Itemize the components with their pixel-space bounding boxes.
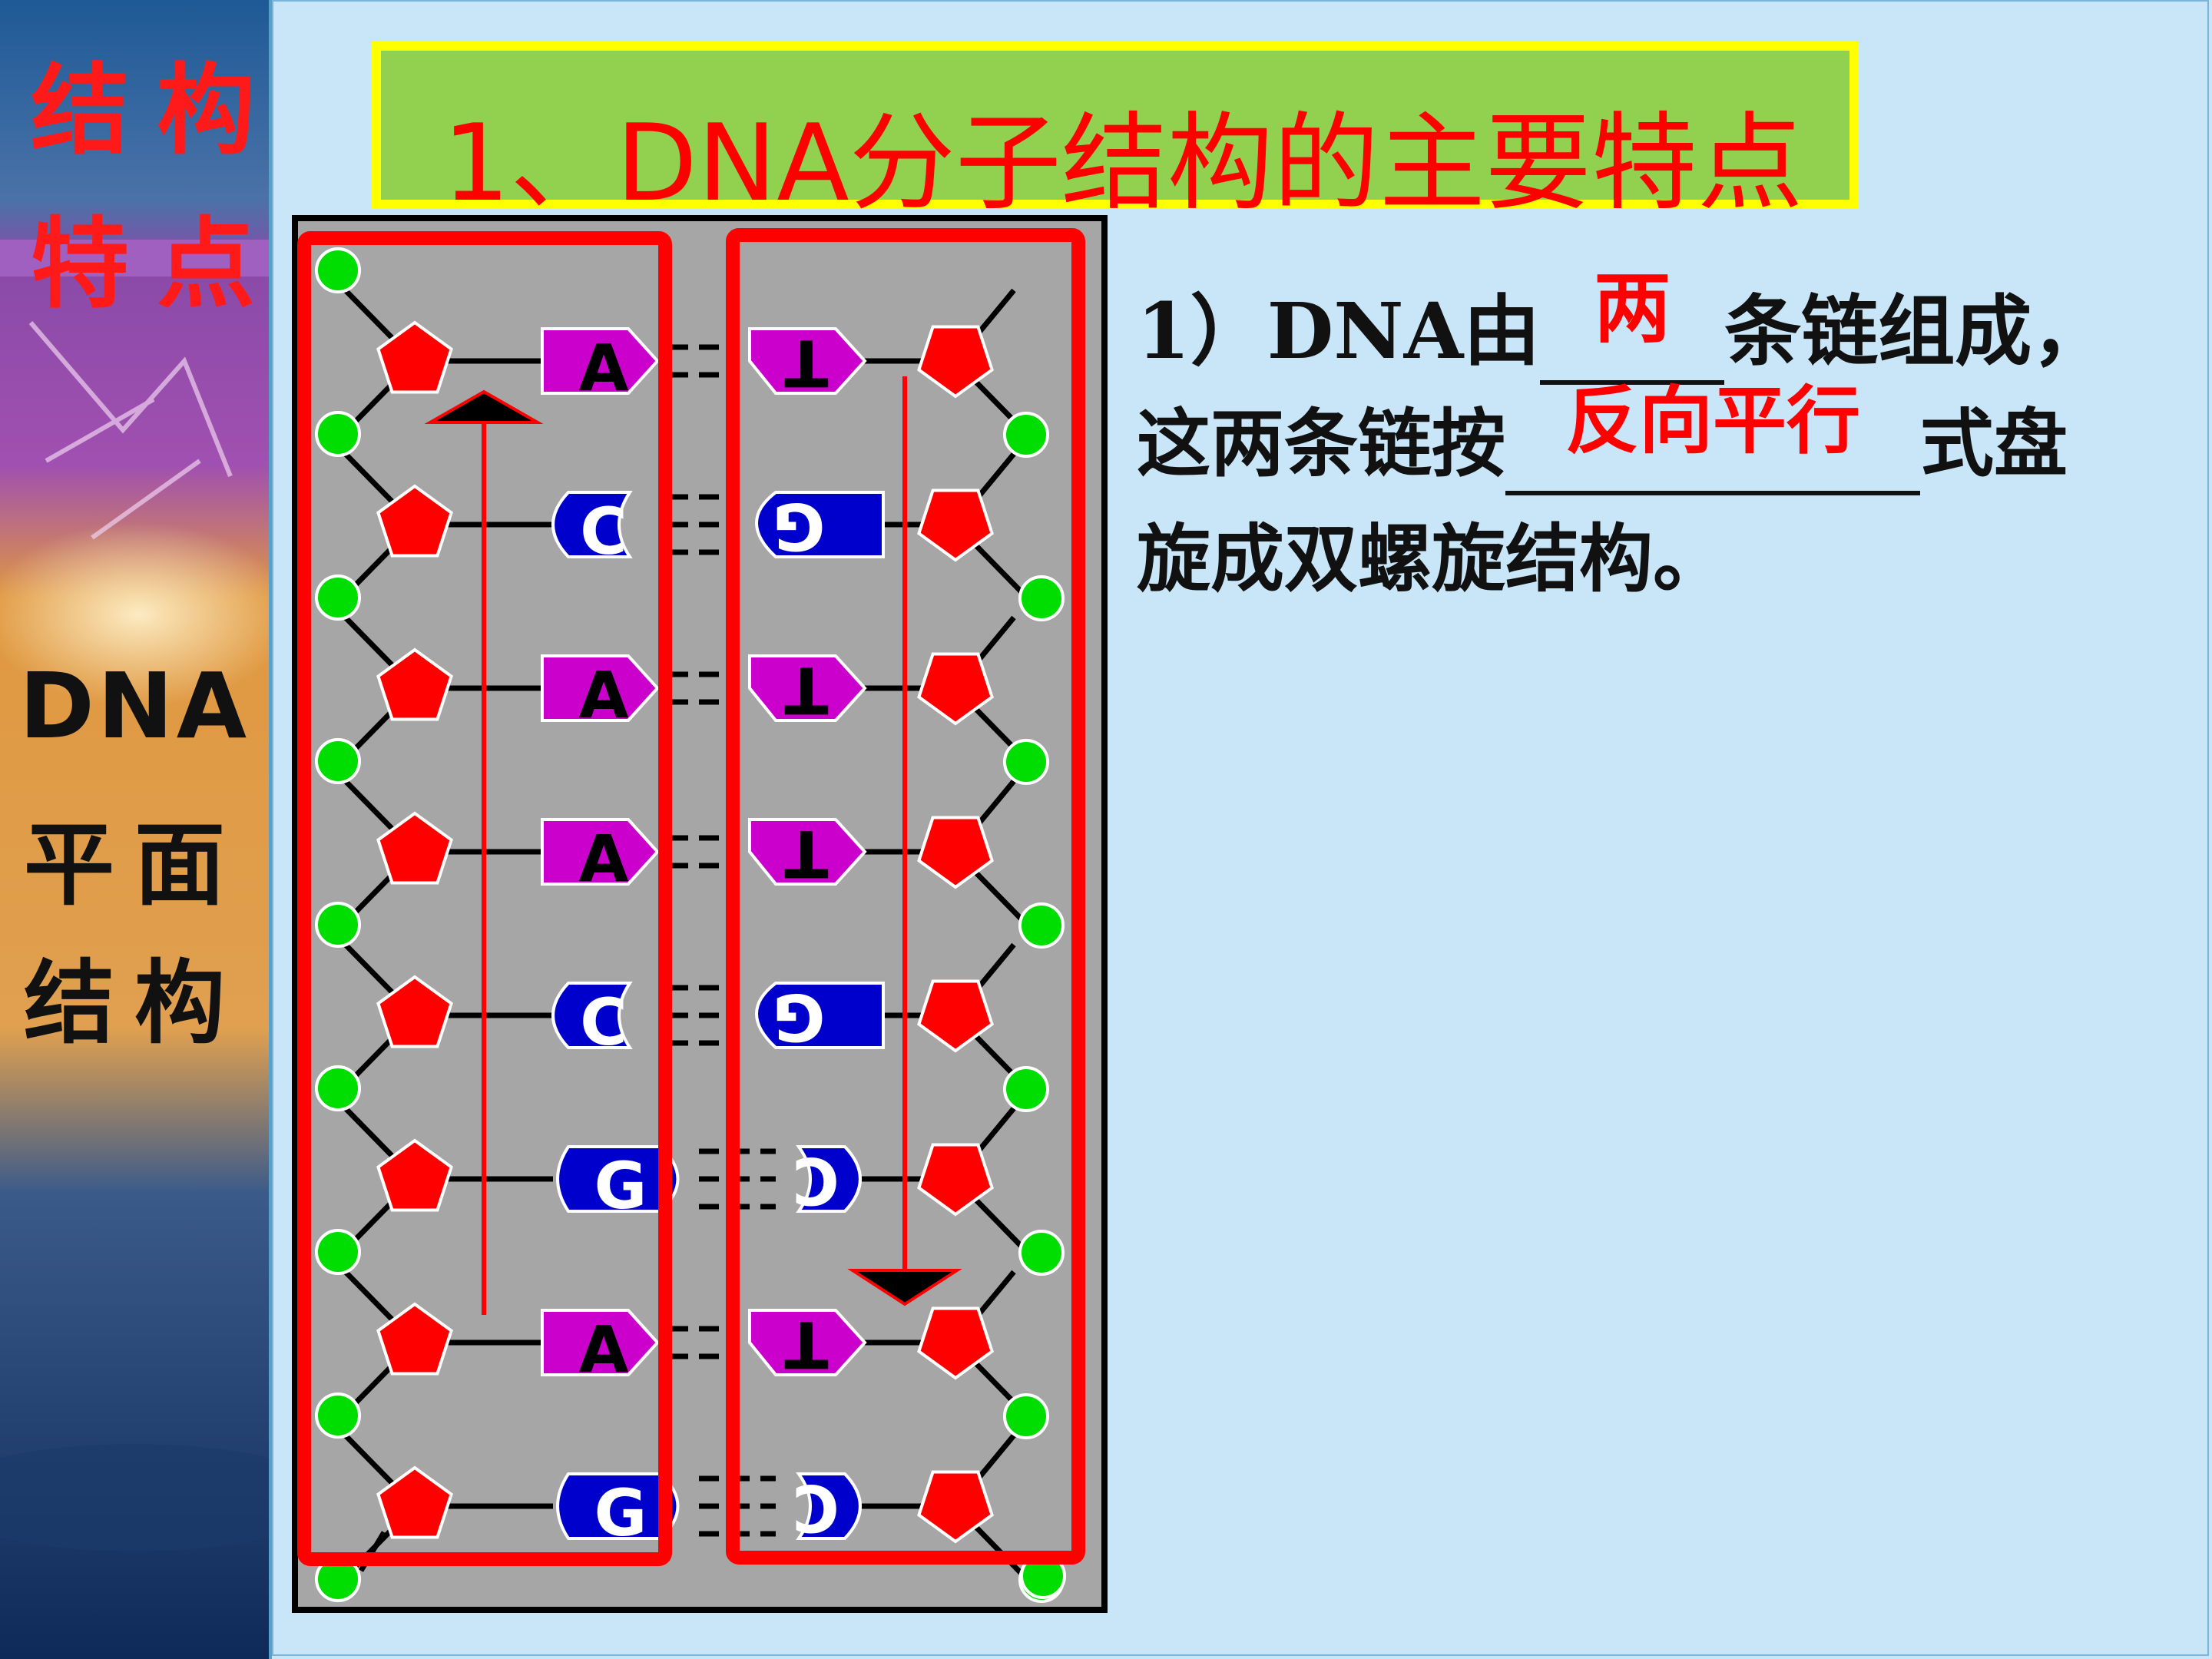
right-base-letter: C (792, 1143, 839, 1218)
text-line-3: 旋成双螺旋结构。 (1137, 515, 1727, 602)
left-sugar (376, 484, 453, 558)
left-sugar (376, 975, 453, 1048)
answer-1: 两 (1594, 263, 1671, 353)
text-line-2: 这两条链按反向平行式盘 (1137, 377, 2068, 495)
left-sugar (376, 1302, 453, 1376)
line2-suffix: 式盘 (1920, 400, 2068, 487)
blank-answer-1: 两 (1540, 263, 1725, 385)
left-phosphate (315, 1392, 361, 1439)
left-sugar (376, 1465, 453, 1539)
right-base-shape (796, 1145, 862, 1213)
right-sugar (917, 652, 994, 726)
left-phosphate (315, 247, 361, 293)
sidebar-top-line-1: 结构 (31, 53, 269, 168)
left-base-shape (551, 491, 633, 558)
left-base-letter: G (594, 1475, 647, 1551)
right-base-shape (748, 1309, 867, 1376)
left-base-letter: C (580, 985, 628, 1060)
left-phosphate (315, 1065, 361, 1111)
left-phosphate (315, 1229, 361, 1275)
right-base-letter: T (784, 816, 828, 891)
blank-answer-2: 反向平行 (1505, 377, 1920, 495)
right-base-letter: G (773, 979, 826, 1055)
left-sugar (376, 811, 453, 885)
right-direction-arrow-head (847, 1269, 962, 1306)
right-base-letter: C (792, 1470, 839, 1545)
sidebar-background (0, 0, 269, 1659)
diagram-panel (292, 215, 1108, 1613)
left-phosphate (315, 575, 361, 621)
left-base-letter: A (578, 330, 628, 406)
right-base-shape (755, 982, 885, 1049)
sidebar-mid-line-3: 结构 (23, 949, 245, 1056)
line1-suffix: 条链组成， (1724, 286, 2109, 376)
left-base-letter: C (580, 494, 628, 569)
right-phosphate (1003, 1393, 1049, 1439)
title-banner: 1、DNA分子结构的主要特点 (372, 41, 1859, 225)
left-base-letter: G (594, 1148, 647, 1224)
sidebar-mid-line-1: DNA (18, 653, 250, 759)
left-direction-arrow-head (424, 389, 544, 424)
left-phosphate (315, 738, 361, 784)
right-phosphate (1018, 1230, 1065, 1276)
right-sugar (917, 1143, 994, 1217)
right-base-shape (748, 327, 867, 395)
right-base-letter: G (773, 488, 826, 564)
line2-prefix: 这两条链按 (1137, 400, 1505, 487)
left-base-shape (541, 1309, 660, 1376)
right-base-shape (748, 818, 867, 886)
left-sugar (376, 320, 453, 394)
right-strand-highlight (726, 228, 1085, 1565)
left-strand-highlight (297, 231, 672, 1566)
right-base-letter: T (784, 325, 828, 400)
text-line-1: 1）DNA由两条链组成， (1137, 263, 2109, 385)
sidebar-top-line-2: 特点 (31, 207, 269, 322)
right-base-letter: T (784, 1306, 828, 1382)
left-base-letter: A (578, 1312, 628, 1387)
sidebar-edge (269, 0, 272, 1659)
line1-prefix: 1）DNA由 (1137, 286, 1541, 376)
right-phosphate (1018, 575, 1065, 621)
left-base-shape (551, 982, 633, 1049)
right-base-shape (755, 491, 885, 558)
left-base-letter: A (578, 657, 628, 733)
right-base-shape (796, 1472, 862, 1540)
right-base-letter: T (784, 652, 828, 727)
right-sugar (917, 979, 994, 1053)
page-title: 1、DNA分子结构的主要特点 (442, 101, 1803, 225)
left-sugar (376, 1138, 453, 1212)
left-base-shape (541, 818, 660, 886)
left-phosphate (315, 411, 361, 457)
left-base-shape (541, 327, 660, 395)
right-phosphate (1003, 1066, 1049, 1112)
right-sugar (917, 488, 994, 562)
left-phosphate (315, 902, 361, 948)
left-base-shape (541, 654, 660, 722)
right-base-shape (748, 654, 867, 722)
left-base-letter: A (578, 821, 628, 896)
right-sugar (917, 325, 994, 399)
right-phosphate (1018, 902, 1065, 949)
right-phosphate (1003, 739, 1049, 785)
sidebar-mid-line-2: 平面 (23, 811, 245, 918)
right-sugar (917, 816, 994, 889)
right-sugar (917, 1470, 994, 1544)
right-sugar (917, 1306, 994, 1380)
sidebar: 结构 特点 DNA 平面 结构 (0, 0, 269, 1659)
answer-2: 反向平行 (1565, 377, 1860, 464)
right-phosphate (1003, 412, 1049, 458)
left-sugar (376, 647, 453, 721)
